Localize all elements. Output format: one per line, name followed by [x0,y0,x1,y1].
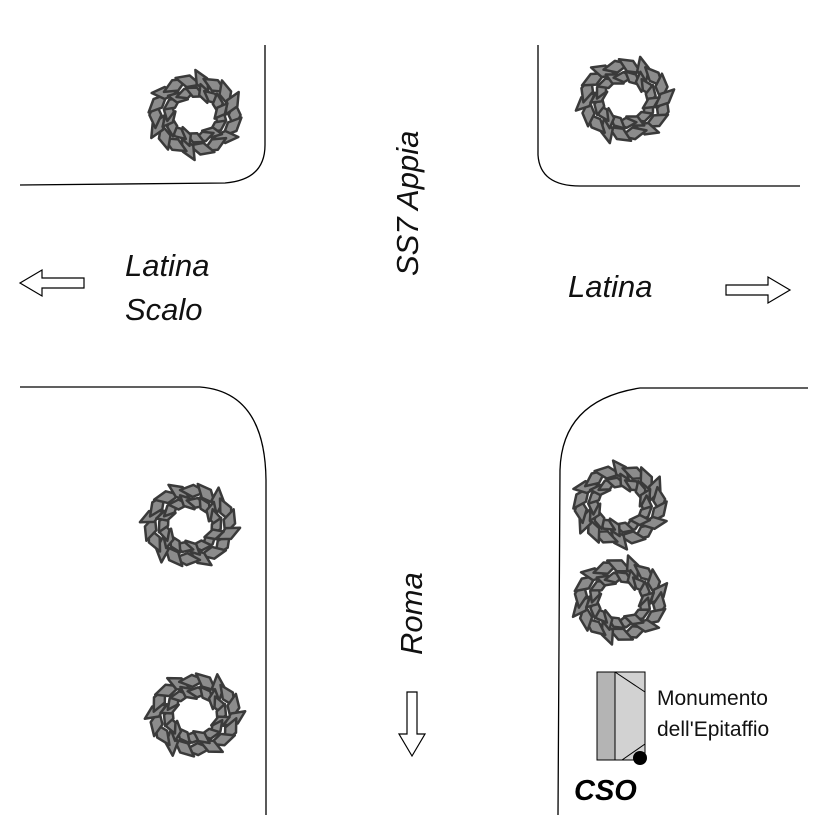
label-latina-scalo-line2: Scalo [125,292,203,327]
tree-icon [572,459,668,551]
tree-icon [138,482,242,568]
trees [138,55,676,758]
tree-icon [571,554,669,646]
tree-icon [147,68,243,162]
label-cso: CSO [574,775,637,807]
label-monument-line2: dell'Epitaffio [657,718,769,741]
label-monument-line1: Monumento [657,687,768,710]
road-edge-bottom-left [20,386,267,815]
road-edge-top-right [537,45,800,187]
label-latina-scalo-line1: Latina [125,248,209,283]
label-ss7-appia: SS7 Appia [390,131,425,276]
arrow-left-icon [18,268,85,298]
label-roma: Roma [394,572,429,655]
arrow-down-icon [397,691,427,758]
label-latina-east: Latina [568,269,652,304]
monument-icon [596,671,646,761]
tree-icon [574,55,676,145]
arrow-right-icon [725,275,792,305]
tree-icon [143,672,247,758]
road-edge-bottom-right [557,387,808,816]
dot-icon [633,751,647,765]
road-edge-top-left [19,45,266,186]
